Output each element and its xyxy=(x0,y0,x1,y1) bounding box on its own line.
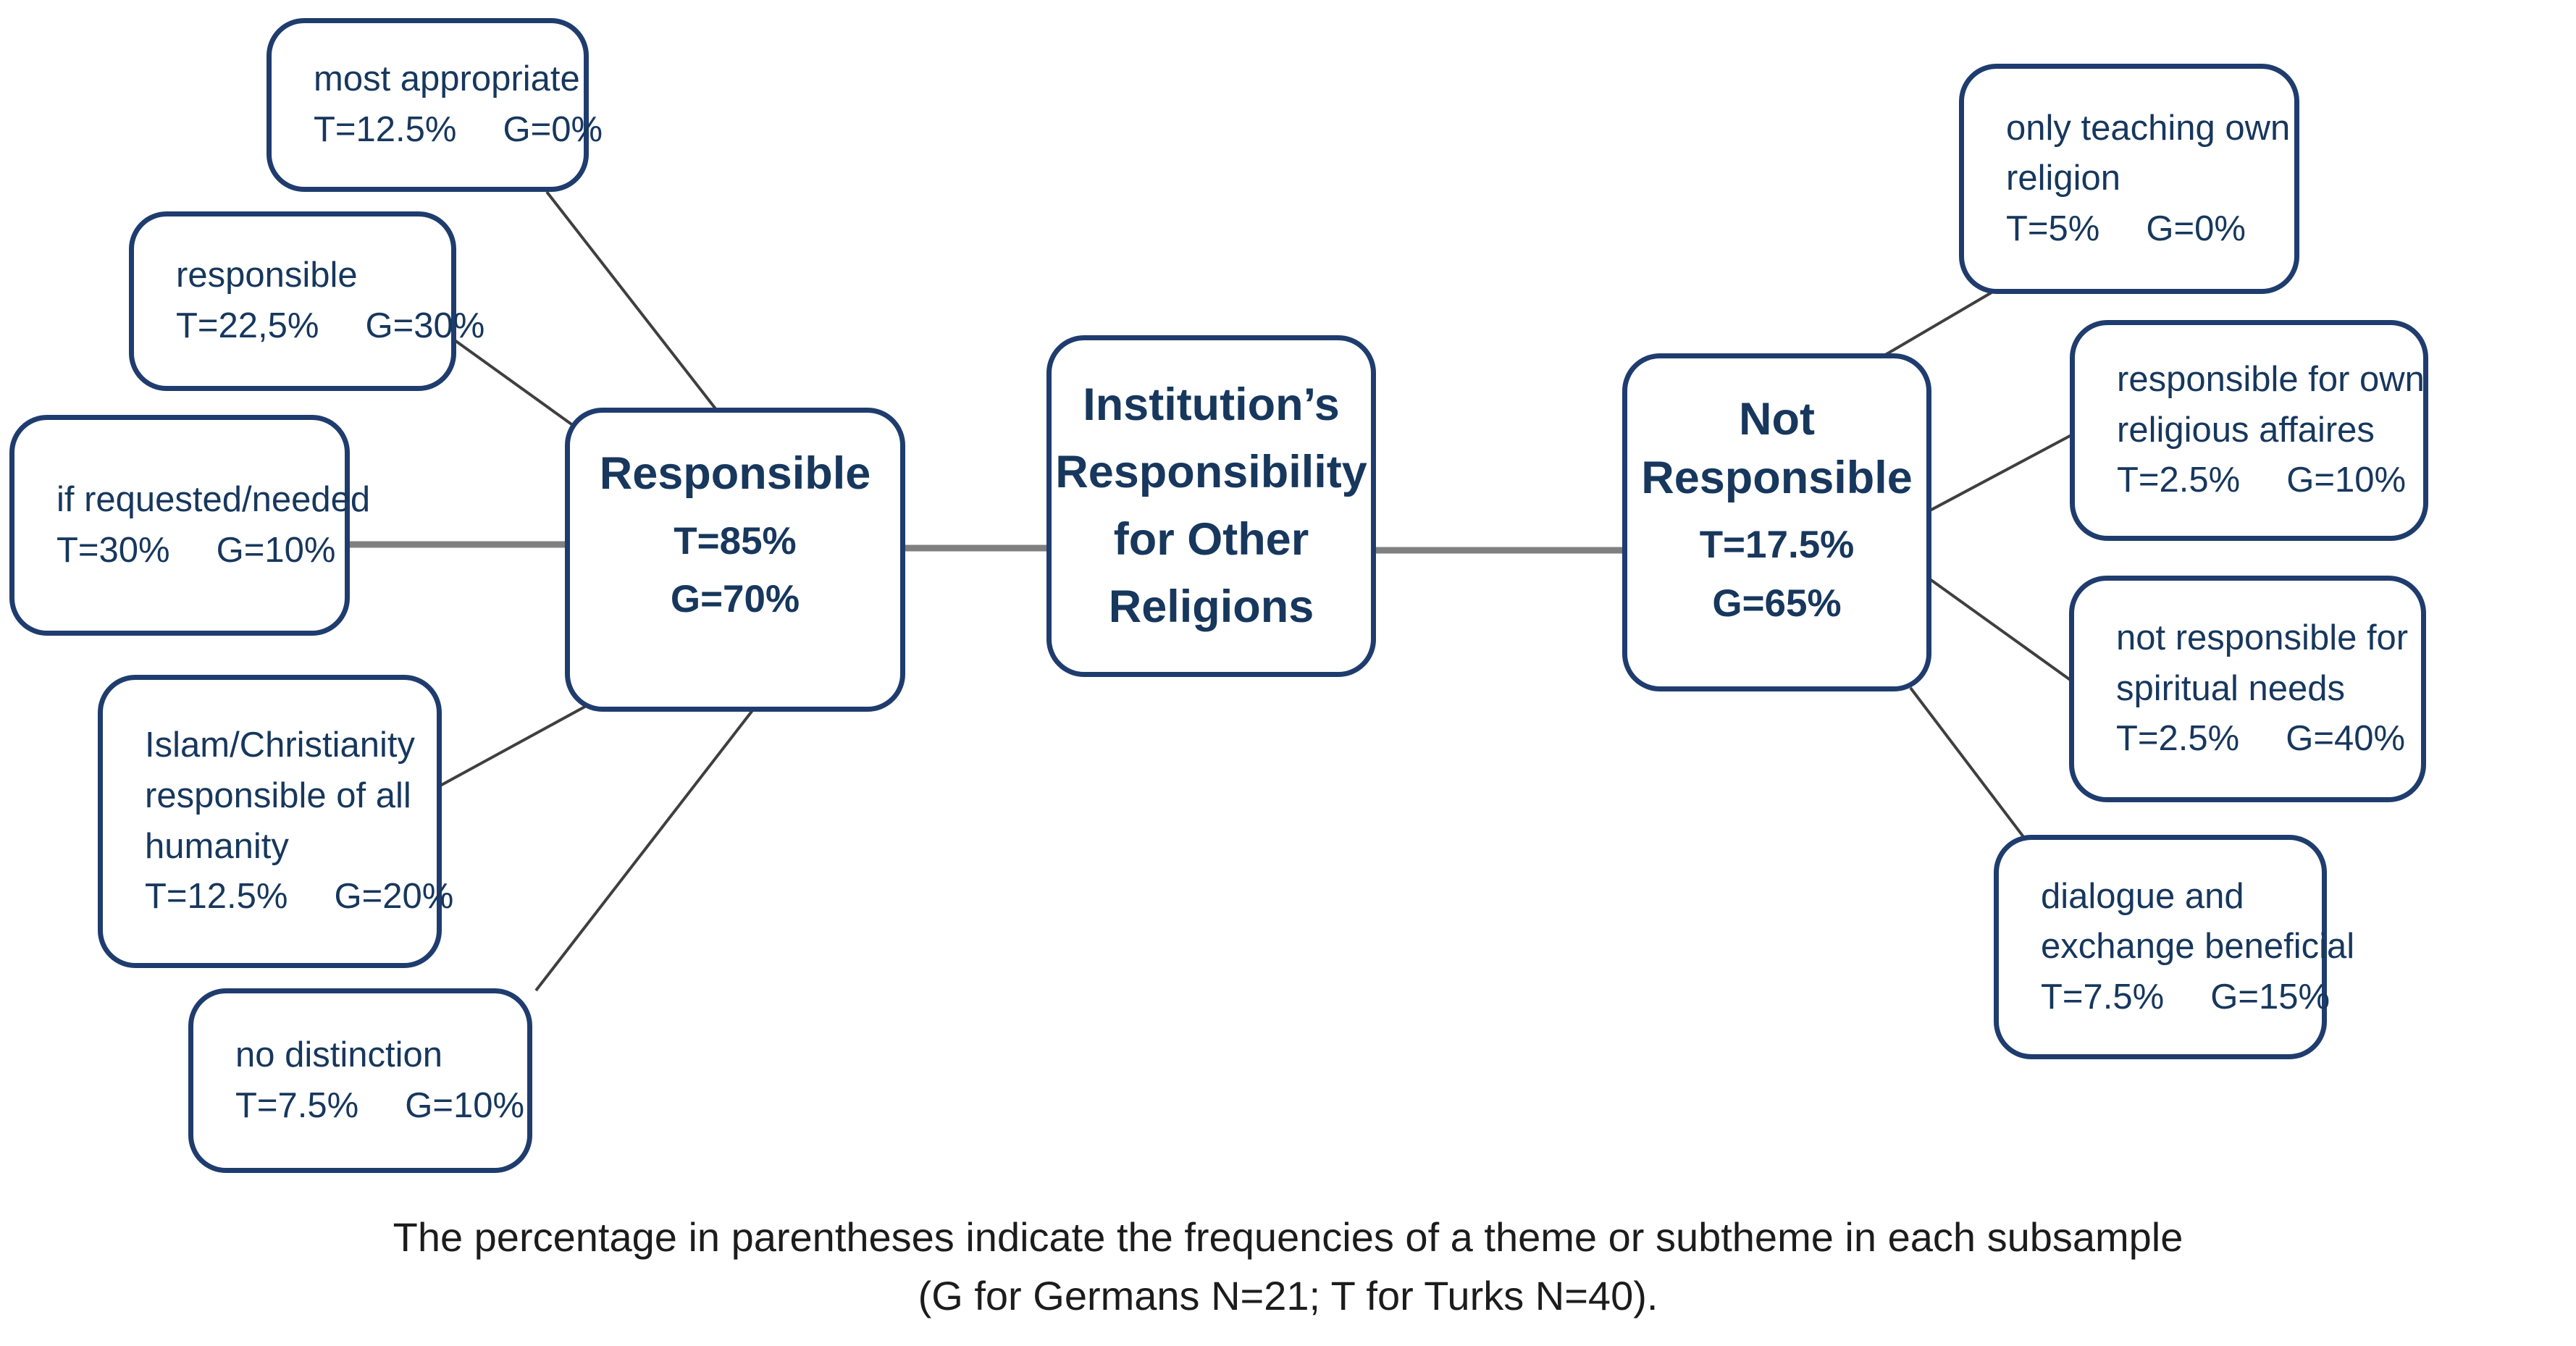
germans-value: G=65% xyxy=(1712,581,1842,625)
edge-not-responsible-dialogue xyxy=(1909,686,2026,839)
subtheme-label: religious affaires xyxy=(2117,410,2375,450)
figure-caption: The percentage in parentheses indicate t… xyxy=(0,1208,2576,1325)
theme-title: Responsible xyxy=(599,448,871,499)
germans-value: G=30% xyxy=(365,306,485,345)
turks-value: T=17.5% xyxy=(1699,523,1855,567)
subtheme-label: not responsible for xyxy=(2116,618,2409,658)
subtheme-values: T=7.5% G=10% xyxy=(235,1081,524,1132)
central-title-line: Religions xyxy=(1108,581,1314,633)
edge-not-responsible-spiritual-needs xyxy=(1929,578,2073,682)
edge-not-responsible-own-affaires xyxy=(1929,433,2073,512)
germans-value: G=70% xyxy=(670,577,800,621)
subtheme-label: most appropriate xyxy=(314,59,580,99)
subtheme-label: no distinction xyxy=(235,1035,443,1074)
central-title-line: for Other xyxy=(1113,514,1309,565)
turks-value: T=12.5% xyxy=(145,877,288,917)
subtheme-box-only-teaching-own-religion: only teaching own religion T=5% G=0% xyxy=(1959,64,2299,294)
turks-value: T=2.5% xyxy=(2117,460,2241,500)
subtheme-label: dialogue and xyxy=(2041,876,2244,916)
subtheme-label: responsible xyxy=(176,256,358,295)
subtheme-label: spiritual needs xyxy=(2116,668,2345,708)
germans-value: G=40% xyxy=(2286,719,2406,759)
subtheme-values: T=12.5% G=20% xyxy=(145,872,453,922)
central-theme-box: Institution’s Responsibility for Other R… xyxy=(1046,335,1376,677)
theme-title: Responsible xyxy=(1641,452,1913,503)
subtheme-values: T=22,5% G=30% xyxy=(176,301,484,352)
subtheme-values: T=2.5% G=40% xyxy=(2116,714,2405,765)
edge-not-responsible-only-teaching xyxy=(1881,291,1993,358)
subtheme-label: responsible of all xyxy=(145,775,411,815)
edge-islam-christianity-responsible xyxy=(440,702,591,787)
turks-value: T=7.5% xyxy=(235,1085,359,1125)
subtheme-box-no-distinction: no distinction T=7.5% G=10% xyxy=(188,988,532,1173)
theme-box-not-responsible: Not Responsible T=17.5% G=65% xyxy=(1622,353,1931,691)
germans-value: G=10% xyxy=(405,1085,525,1125)
subtheme-box-responsible-own-affaires: responsible for own religious affaires T… xyxy=(2070,320,2428,541)
germans-value: G=10% xyxy=(216,530,336,570)
subtheme-values: T=12.5% G=0% xyxy=(314,105,603,156)
subtheme-box-if-requested-needed: if requested/needed T=30% G=10% xyxy=(9,415,370,636)
subtheme-label: if requested/needed xyxy=(56,479,371,519)
subtheme-label: only teaching own xyxy=(2006,108,2291,148)
turks-value: T=12.5% xyxy=(314,110,457,149)
subtheme-values: T=5% G=0% xyxy=(2006,204,2246,255)
subtheme-label: Islam/Christianity xyxy=(145,725,416,765)
germans-value: G=0% xyxy=(503,110,603,149)
turks-value: T=22,5% xyxy=(176,306,319,345)
subtheme-box-most-appropriate: most appropriate T=12.5% G=0% xyxy=(267,18,603,192)
germans-value: G=10% xyxy=(2286,460,2407,500)
turks-value: T=5% xyxy=(2006,209,2100,248)
subtheme-label: religion xyxy=(2006,159,2120,198)
central-title-line: Responsibility xyxy=(1055,446,1367,497)
subtheme-box-not-responsible-spiritual-needs: not responsible for spiritual needs T=2.… xyxy=(2069,576,2426,802)
turks-value: T=2.5% xyxy=(2116,719,2240,759)
subtheme-values: T=30% G=10% xyxy=(56,526,335,576)
subtheme-values: T=2.5% G=10% xyxy=(2117,455,2406,506)
subtheme-values: T=7.5% G=15% xyxy=(2041,972,2330,1023)
edge-most-appropriate-responsible xyxy=(545,190,718,412)
subtheme-label: responsible for own xyxy=(2117,360,2425,400)
edge-responsible-sub-responsible xyxy=(453,339,575,427)
central-title-line: Institution’s xyxy=(1083,379,1340,430)
edge-no-distinction-responsible xyxy=(534,708,755,992)
theme-values: T=85% G=70% xyxy=(671,518,800,624)
germans-value: G=20% xyxy=(334,877,454,917)
turks-value: T=7.5% xyxy=(2041,977,2165,1017)
subtheme-box-dialogue-exchange: dialogue and exchange beneficial T=7.5% … xyxy=(1994,835,2354,1059)
subtheme-box-responsible: responsible T=22,5% G=30% xyxy=(129,211,484,391)
germans-value: G=0% xyxy=(2146,209,2246,248)
theme-values: T=17.5% G=65% xyxy=(1700,521,1855,628)
subtheme-label: humanity xyxy=(145,826,289,866)
subtheme-box-islam-christianity: Islam/Christianity responsible of all hu… xyxy=(98,675,453,968)
subtheme-label: exchange beneficial xyxy=(2041,927,2355,967)
turks-value: T=30% xyxy=(56,530,170,570)
theme-box-responsible: Responsible T=85% G=70% xyxy=(565,408,905,712)
caption-line: The percentage in parentheses indicate t… xyxy=(393,1214,2183,1260)
turks-value: T=85% xyxy=(674,519,797,563)
germans-value: G=15% xyxy=(2210,977,2330,1017)
caption-line: (G for Germans N=21; T for Turks N=40). xyxy=(918,1273,1658,1319)
theme-title: Not xyxy=(1739,394,1815,445)
